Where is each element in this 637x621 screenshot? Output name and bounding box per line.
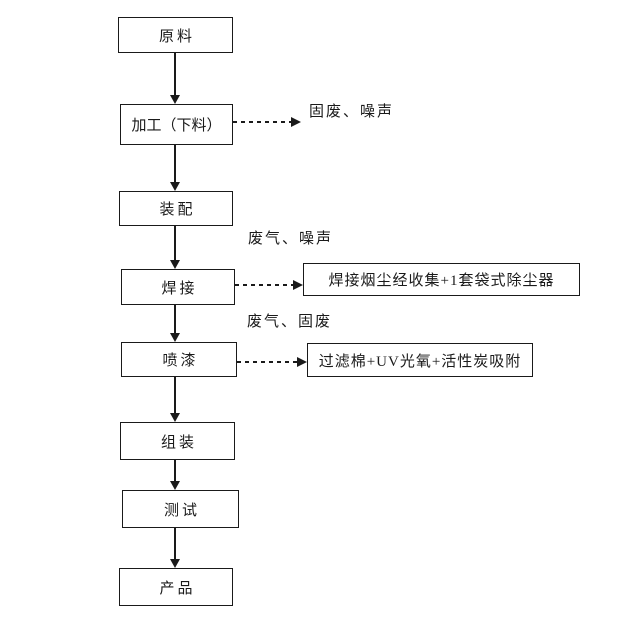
down-arrow-assembly-to-welding [174,226,176,260]
emission-label-solid-waste-noise: 固废、噪声 [309,104,395,120]
dashed-arrow-welding-to-treatment [235,284,293,286]
treatment-box-paint-exhaust-adsorption: 过滤棉+UV光氧+活性炭吸附 [307,343,533,377]
process-box-processing-cutting: 加工（下料） [120,104,233,145]
process-box-product: 产品 [119,568,233,606]
down-arrow-painting-to-final-assembly [174,377,176,413]
down-arrow-welding-to-painting [174,305,176,333]
down-arrow-processing-to-assembly [174,145,176,182]
dashed-arrow-processing-to-emission [233,121,291,123]
emission-label-exhaust-gas-solid-waste: 废气、固废 [247,314,333,330]
dashed-arrow-painting-to-treatment [237,361,297,363]
process-box-assembly: 装配 [119,191,233,226]
down-arrow-raw-to-processing [174,53,176,95]
down-arrow-final-assembly-to-testing [174,460,176,481]
process-box-raw-material: 原料 [118,17,233,53]
down-arrow-testing-to-product [174,528,176,559]
process-box-testing: 测试 [122,490,239,528]
treatment-box-welding-dust-collector: 焊接烟尘经收集+1套袋式除尘器 [303,263,580,296]
emission-label-exhaust-gas-noise: 废气、噪声 [248,231,334,247]
process-box-welding: 焊接 [121,269,235,305]
process-box-final-assembly: 组装 [120,422,235,460]
process-box-spray-painting: 喷漆 [121,342,237,377]
